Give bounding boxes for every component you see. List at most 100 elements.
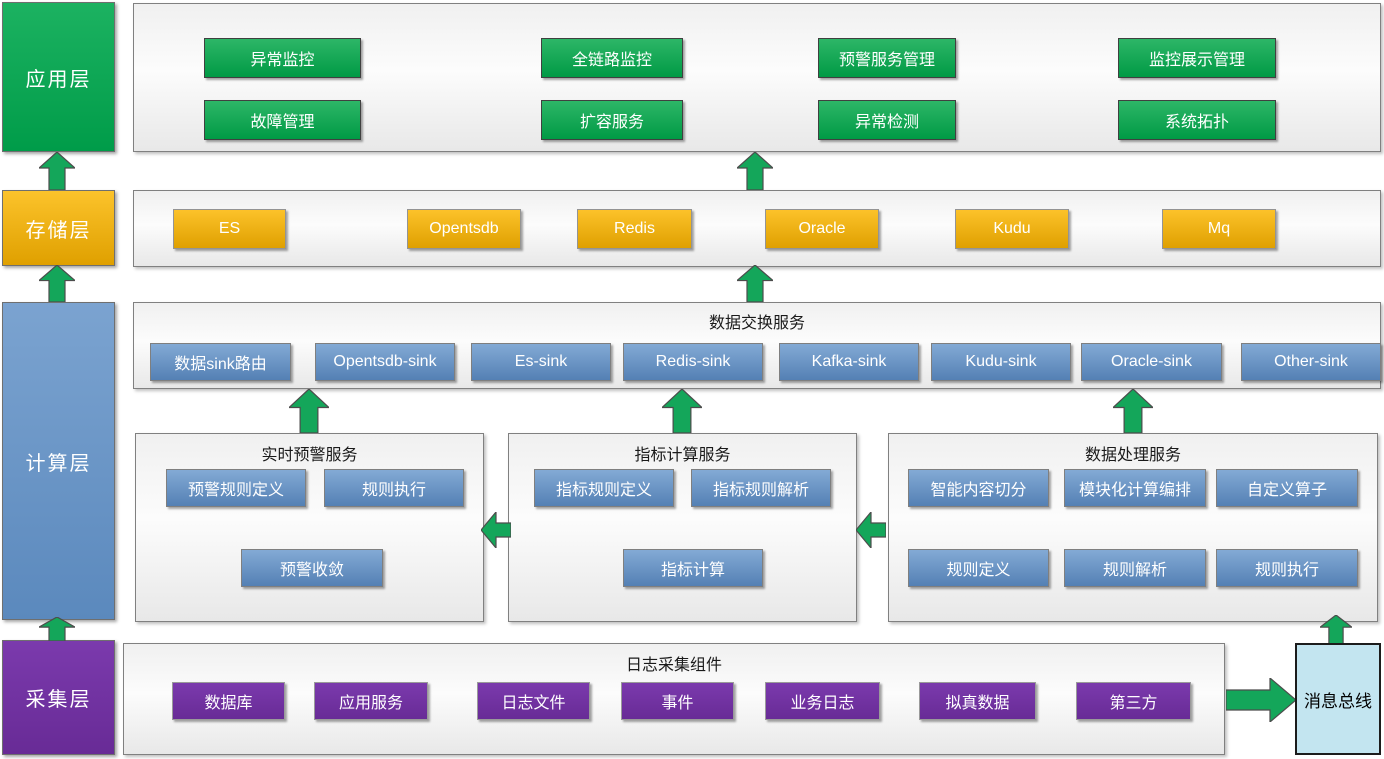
node-custom-operator[interactable]: 自定义算子: [1216, 469, 1358, 507]
node-kudu[interactable]: Kudu: [955, 209, 1069, 249]
node-data-sink-route[interactable]: 数据sink路由: [150, 343, 291, 381]
node-alert-service-management[interactable]: 预警服务管理: [818, 38, 956, 78]
node-rule-execution-dataproc[interactable]: 规则执行: [1216, 549, 1358, 587]
arrow-up-storage-to-app-icon: [39, 152, 75, 190]
node-label: Redis-sink: [655, 353, 731, 370]
node-metric-calculation[interactable]: 指标计算: [623, 549, 763, 587]
node-label: 自定义算子: [1246, 482, 1327, 499]
node-label: 故障管理: [250, 114, 315, 131]
log-panel: 日志采集组件 数据库 应用服务 日志文件 事件 业务日志 拟真数据 第三方: [123, 643, 1225, 755]
node-log-file[interactable]: 日志文件: [477, 682, 590, 720]
node-label: Redis: [614, 220, 655, 237]
arrow-up-realtime-to-exchange-icon: [289, 389, 329, 433]
node-label: Kudu-sink: [965, 353, 1037, 370]
metric-panel: 指标计算服务 指标规则定义 指标规则解析 指标计算: [508, 433, 857, 622]
node-redis[interactable]: Redis: [577, 209, 692, 249]
storage-panel: ES Opentsdb Redis Oracle Kudu Mq: [133, 190, 1381, 267]
node-monitor-display-management[interactable]: 监控展示管理: [1118, 38, 1276, 78]
node-label: 预警规则定义: [187, 482, 284, 499]
node-app-service[interactable]: 应用服务: [314, 682, 428, 720]
node-rule-definition[interactable]: 规则定义: [908, 549, 1049, 587]
node-label: 预警收敛: [279, 562, 344, 579]
node-rule-parsing[interactable]: 规则解析: [1064, 549, 1206, 587]
node-business-log[interactable]: 业务日志: [765, 682, 880, 720]
node-label: 业务日志: [790, 695, 855, 712]
node-fullchain-monitoring[interactable]: 全链路监控: [541, 38, 683, 78]
layer-block-storage[interactable]: 存储层: [2, 190, 115, 266]
node-fault-management[interactable]: 故障管理: [204, 100, 361, 140]
layer-block-collect[interactable]: 采集层: [2, 640, 115, 755]
node-label: 规则解析: [1102, 562, 1167, 579]
node-label: 模块化计算编排: [1078, 482, 1191, 499]
node-label: 监控展示管理: [1148, 52, 1245, 69]
node-scaling-service[interactable]: 扩容服务: [541, 100, 683, 140]
arrow-left-dataproc-to-metric-icon: [856, 512, 886, 548]
node-label: Kafka-sink: [811, 353, 887, 370]
node-label: Kudu: [993, 220, 1031, 237]
node-simulated-data[interactable]: 拟真数据: [919, 682, 1036, 720]
node-label: Oracle: [798, 220, 846, 237]
node-metric-rule-parsing[interactable]: 指标规则解析: [691, 469, 831, 507]
application-panel: 异常监控 故障管理 全链路监控 扩容服务 预警服务管理 异常检测 监控展示管理 …: [133, 3, 1381, 152]
node-label: Oracle-sink: [1111, 353, 1192, 370]
node-metric-rule-definition[interactable]: 指标规则定义: [534, 469, 674, 507]
arrow-up-storagepanel-to-apppanel-icon: [737, 152, 773, 190]
dataproc-panel-title: 数据处理服务: [1084, 447, 1181, 464]
arrow-left-metric-to-realtime-icon: [481, 512, 511, 548]
node-label: 扩容服务: [579, 114, 644, 131]
node-oracle-sink[interactable]: Oracle-sink: [1081, 343, 1222, 381]
dataproc-panel: 数据处理服务 智能内容切分 模块化计算编排 自定义算子 规则定义 规则解析 规则…: [888, 433, 1378, 622]
metric-panel-title: 指标计算服务: [634, 447, 731, 464]
node-label: 指标规则定义: [555, 482, 652, 499]
node-label: 日志文件: [501, 695, 566, 712]
log-panel-title: 日志采集组件: [625, 657, 722, 674]
node-event[interactable]: 事件: [621, 682, 734, 720]
realtime-panel: 实时预警服务 预警规则定义 规则执行 预警收敛: [135, 433, 484, 622]
exchange-panel: 数据交换服务 数据sink路由 Opentsdb-sink Es-sink Re…: [133, 302, 1381, 389]
node-alert-convergence[interactable]: 预警收敛: [241, 549, 383, 587]
node-label: 系统拓扑: [1164, 114, 1229, 131]
node-anomaly-detection[interactable]: 异常检测: [818, 100, 956, 140]
layer-label-compute: 计算层: [25, 452, 92, 475]
node-alert-rule-definition[interactable]: 预警规则定义: [166, 469, 306, 507]
message-bus-label: 消息总线: [1304, 691, 1372, 711]
node-label: 数据sink路由: [174, 356, 267, 373]
node-label: Other-sink: [1274, 353, 1348, 370]
node-system-topology[interactable]: 系统拓扑: [1118, 100, 1276, 140]
arrow-up-compute-to-storage-icon: [39, 265, 75, 302]
node-label: Opentsdb-sink: [333, 353, 437, 370]
node-redis-sink[interactable]: Redis-sink: [623, 343, 763, 381]
node-kafka-sink[interactable]: Kafka-sink: [779, 343, 919, 381]
node-mq[interactable]: Mq: [1162, 209, 1276, 249]
arrow-up-exchange-to-storagepanel-icon: [737, 265, 773, 302]
node-es-sink[interactable]: Es-sink: [471, 343, 611, 381]
node-opentsdb-sink[interactable]: Opentsdb-sink: [315, 343, 455, 381]
arrow-up-metric-to-exchange-icon: [662, 389, 702, 433]
node-label: 智能内容切分: [930, 482, 1027, 499]
layer-block-compute[interactable]: 计算层: [2, 302, 115, 620]
node-label: 规则执行: [1254, 562, 1319, 579]
arrow-up-dataproc-to-exchange-icon: [1113, 389, 1153, 433]
node-modular-compute-orchestration[interactable]: 模块化计算编排: [1064, 469, 1206, 507]
node-oracle[interactable]: Oracle: [765, 209, 879, 249]
node-label: 指标规则解析: [712, 482, 809, 499]
node-label: ES: [218, 220, 241, 237]
node-label: Mq: [1207, 220, 1231, 237]
node-smart-content-splitting[interactable]: 智能内容切分: [908, 469, 1049, 507]
node-database[interactable]: 数据库: [172, 682, 285, 720]
node-kudu-sink[interactable]: Kudu-sink: [931, 343, 1071, 381]
layer-block-application[interactable]: 应用层: [2, 2, 115, 152]
layer-label-storage: 存储层: [25, 219, 92, 242]
node-es[interactable]: ES: [173, 209, 286, 249]
node-exception-monitoring[interactable]: 异常监控: [204, 38, 361, 78]
node-other-sink[interactable]: Other-sink: [1241, 343, 1381, 381]
exchange-panel-title: 数据交换服务: [708, 315, 805, 332]
message-bus-node[interactable]: 消息总线: [1295, 643, 1381, 755]
node-rule-execution-realtime[interactable]: 规则执行: [324, 469, 464, 507]
node-third-party[interactable]: 第三方: [1076, 682, 1191, 720]
node-label: 全链路监控: [571, 52, 652, 69]
node-opentsdb[interactable]: Opentsdb: [407, 209, 521, 249]
node-label: 第三方: [1109, 695, 1158, 712]
node-label: 规则执行: [361, 482, 426, 499]
